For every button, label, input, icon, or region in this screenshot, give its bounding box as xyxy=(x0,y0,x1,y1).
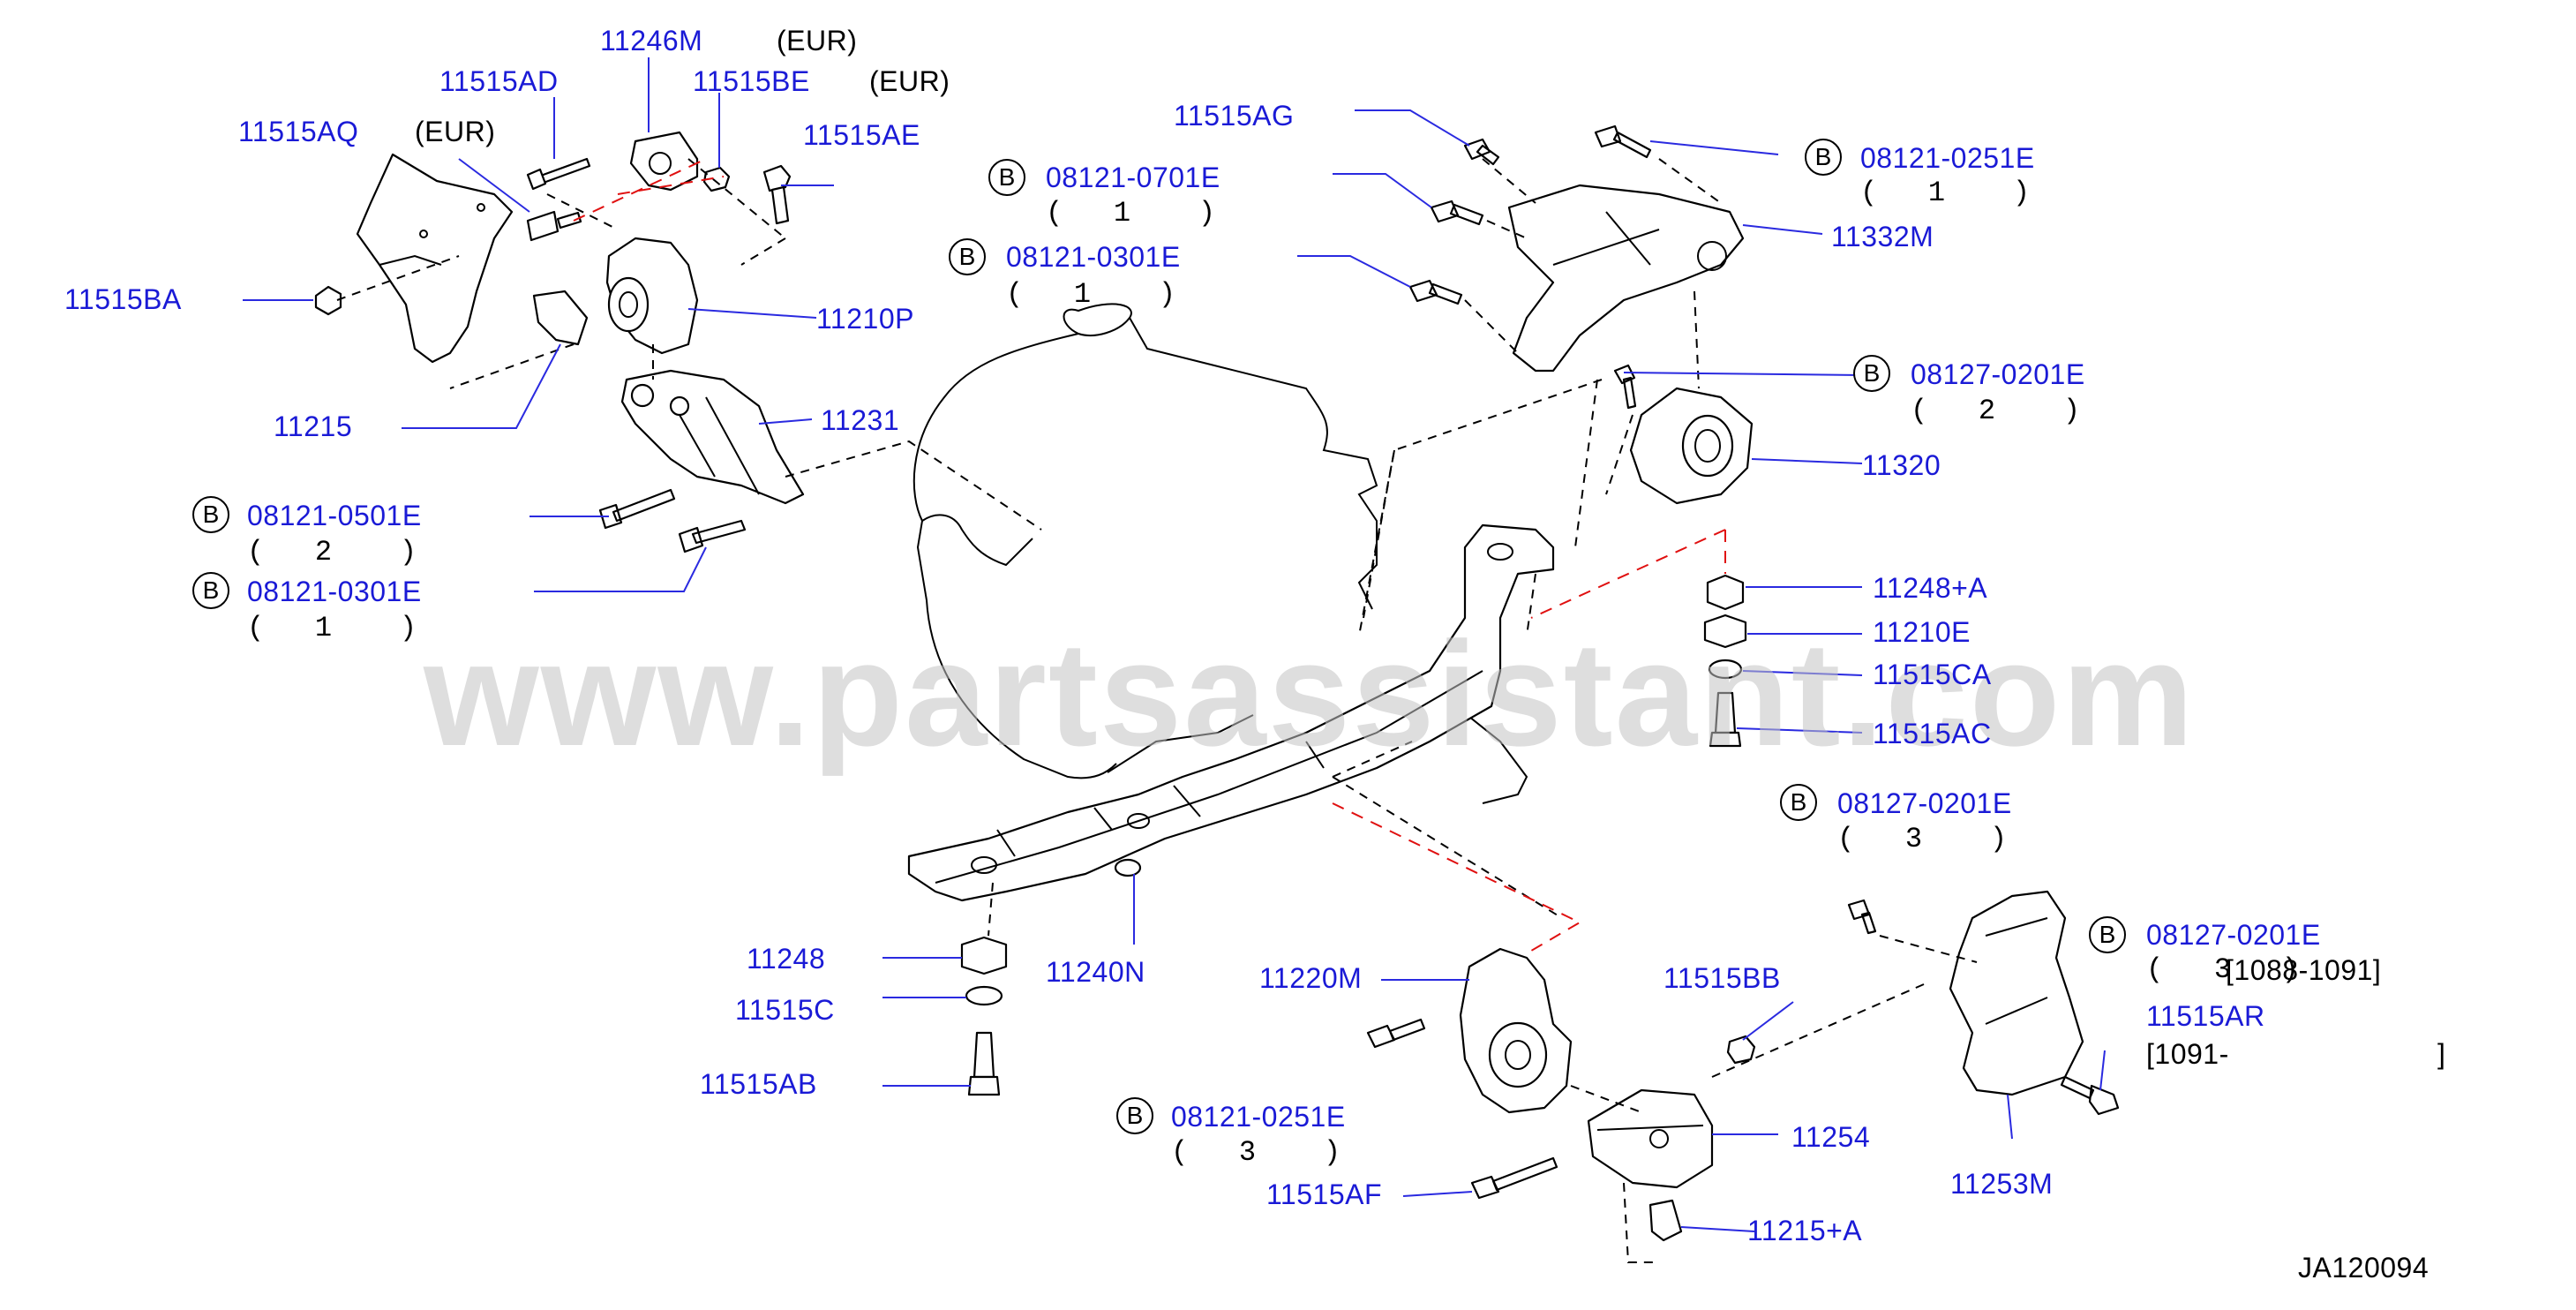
label-11215a[interactable]: 11215+A xyxy=(1747,1215,1863,1246)
label-08127-0201e-right[interactable]: 08127-0201E xyxy=(2146,919,2321,951)
mount-11320-shape xyxy=(1613,364,1754,505)
range-b8: [1088-1091] xyxy=(2226,954,2382,986)
qty-b6: ( 2 ) xyxy=(1911,395,2081,427)
nut-11515bb-shape xyxy=(1726,1035,1756,1065)
label-11515aq[interactable]: 11515AQ xyxy=(238,116,359,147)
watermark: www.partsassistant.com xyxy=(424,611,2196,777)
label-11240n[interactable]: 11240N xyxy=(1046,956,1145,988)
label-08127-0201e-top[interactable]: 08127-0201E xyxy=(1911,358,2085,390)
bolt-symbol-b1: B xyxy=(192,496,229,533)
bolt-symbol-b2: B xyxy=(192,572,229,609)
bolt-symbol-b7: B xyxy=(1780,784,1817,821)
qty-b4: ( 1 ) xyxy=(1006,278,1176,311)
label-08121-0251e-top[interactable]: 08121-0251E xyxy=(1860,142,2035,174)
qty-b7: ( 3 ) xyxy=(1837,823,2008,855)
label-08121-0301e-left[interactable]: 08121-0301E xyxy=(247,576,422,607)
qty-b1: ( 2 ) xyxy=(247,536,417,568)
label-11515bb[interactable]: 11515BB xyxy=(1664,962,1781,994)
stack-11248-etc xyxy=(960,936,1008,1096)
bolt-11515af-shape xyxy=(1470,1156,1558,1200)
bracket-11253m-shape xyxy=(1949,890,2084,1096)
bolt-11515ad-shape xyxy=(526,157,591,242)
bolt-symbol-b8: B xyxy=(2089,916,2126,953)
label-11515ca[interactable]: 11515CA xyxy=(1873,659,1992,690)
label-11515c[interactable]: 11515C xyxy=(735,994,835,1026)
qty-b5: ( 1 ) xyxy=(1860,177,2031,209)
mount-11246m-shape xyxy=(629,131,699,192)
label-11254[interactable]: 11254 xyxy=(1791,1121,1871,1153)
bracket-11215-shape xyxy=(532,290,589,346)
label-11248[interactable]: 11248 xyxy=(747,943,826,975)
stack-11248a-etc xyxy=(1703,574,1747,748)
bracket-11215a-shape xyxy=(1648,1199,1683,1242)
bolt-b8-shape xyxy=(2060,1075,2120,1116)
bolt-b3-shape xyxy=(1430,200,1484,226)
label-11215[interactable]: 11215 xyxy=(274,410,353,442)
label-08121-0251e-bottom[interactable]: 08121-0251E xyxy=(1171,1101,1346,1133)
label-11515ae[interactable]: 11515AE xyxy=(803,119,920,151)
qty-b2: ( 1 ) xyxy=(247,612,417,644)
label-11320[interactable]: 11320 xyxy=(1862,449,1941,481)
label-11210p[interactable]: 11210P xyxy=(816,303,914,335)
label-11515ad[interactable]: 11515AD xyxy=(439,65,559,97)
label-11210e[interactable]: 11210E xyxy=(1873,616,1971,648)
label-11515ac[interactable]: 11515AC xyxy=(1873,718,1992,749)
label-11515ag[interactable]: 11515AG xyxy=(1174,100,1295,132)
label-11515af[interactable]: 11515AF xyxy=(1266,1178,1382,1210)
bolt-b9-shape xyxy=(1366,1018,1426,1049)
label-08121-0501e[interactable]: 08121-0501E xyxy=(247,500,422,531)
red-dashed-connectors xyxy=(573,158,1726,954)
qty-b3: ( 1 ) xyxy=(1046,197,1216,230)
nut-11515ba-shape xyxy=(314,285,342,316)
bolt-symbol-b3: B xyxy=(988,159,1025,196)
label-eur-2: (EUR) xyxy=(869,65,950,97)
bracket-11231-shape xyxy=(620,369,805,505)
label-11515ar[interactable]: 11515AR xyxy=(2146,1000,2265,1032)
range-ar-open: [1091- xyxy=(2146,1038,2229,1070)
bolt-11515ag-shape xyxy=(1463,138,1500,166)
label-11515ab[interactable]: 11515AB xyxy=(700,1068,817,1100)
engine-outline xyxy=(912,303,1528,804)
bolt-b2-shape xyxy=(678,519,747,553)
range-ar-close: ] xyxy=(2437,1038,2446,1070)
label-11246m[interactable]: 11246M xyxy=(600,25,703,56)
bolt-b7-shape xyxy=(1847,899,1877,935)
label-11253m[interactable]: 11253M xyxy=(1950,1168,2054,1200)
heat-shield-11515aq xyxy=(356,153,514,364)
bolt-symbol-b6: B xyxy=(1853,355,1890,392)
bolt-symbol-b9: B xyxy=(1116,1097,1153,1134)
bolt-symbol-b5: B xyxy=(1805,139,1842,176)
bracket-11332m-shape xyxy=(1507,184,1745,373)
bolt-b4-shape xyxy=(1408,279,1463,305)
bolt-b5-shape xyxy=(1594,124,1652,159)
mount-11220m-shape xyxy=(1459,947,1573,1114)
label-08121-0701e[interactable]: 08121-0701E xyxy=(1046,162,1220,193)
bolt-b1-shape xyxy=(598,488,676,530)
leader-lines xyxy=(243,57,2106,1232)
label-08121-0301e-top[interactable]: 08121-0301E xyxy=(1006,241,1181,273)
qty-b9: ( 3 ) xyxy=(1171,1136,1341,1169)
label-11231[interactable]: 11231 xyxy=(821,404,900,436)
label-08127-0201e-mid[interactable]: 08127-0201E xyxy=(1837,787,2012,819)
label-11248a[interactable]: 11248+A xyxy=(1873,572,1988,604)
label-11220m[interactable]: 11220M xyxy=(1259,962,1363,994)
insulator-11210p-shape xyxy=(605,237,699,355)
label-11515ba[interactable]: 11515BA xyxy=(64,283,182,315)
diagram-code: JA120094 xyxy=(2298,1252,2430,1284)
bolt-11515ae-shape xyxy=(762,164,792,225)
qty-b8: ( 3 ) xyxy=(2146,953,2299,986)
label-eur-3: (EUR) xyxy=(415,116,496,147)
label-11332m[interactable]: 11332M xyxy=(1831,221,1934,252)
label-11515be[interactable]: 11515BE xyxy=(693,65,810,97)
label-eur-1: (EUR) xyxy=(777,25,858,56)
crossmember xyxy=(907,523,1555,902)
dashed-connectors xyxy=(336,158,1978,1263)
bracket-11254-shape xyxy=(1587,1088,1714,1189)
bolt-symbol-b4: B xyxy=(949,238,986,275)
